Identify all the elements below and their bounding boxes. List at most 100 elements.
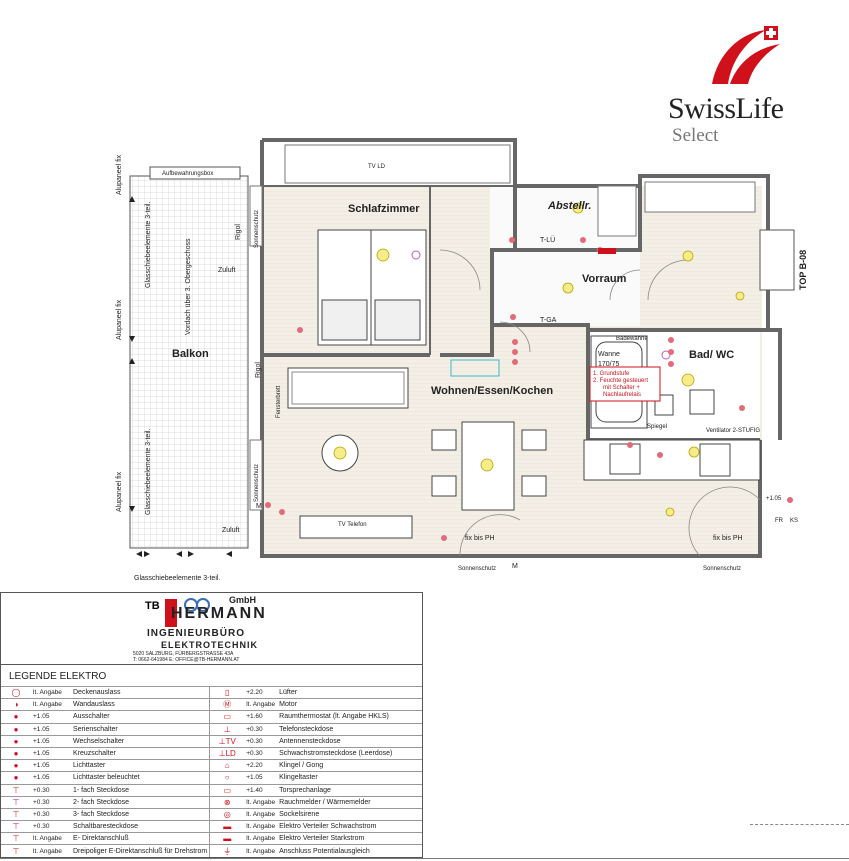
legend-description: Klingeltaster	[277, 771, 422, 784]
label-glas-left-bottom: Glasschiebeelemente 3-teil.	[145, 429, 152, 515]
note-line-2: 2. Feuchte gesteuert	[593, 378, 648, 384]
shaft	[759, 229, 795, 291]
label-sonnenschutz-3: Sonnenschutz	[458, 566, 496, 572]
legend-description: Rauchmelder / Wärmemelder	[277, 795, 422, 809]
bottom-rule	[0, 858, 849, 859]
legend-description: 1- fach Steckdose	[71, 783, 211, 797]
label-t-ga: T-GA	[540, 317, 557, 324]
room-bad: Bad/ WC	[689, 349, 734, 361]
legend-height: lt. Angabe	[244, 698, 278, 711]
legend-height: lt. Angabe	[244, 795, 278, 809]
note-line-4: Nachlaufrelais	[603, 392, 641, 398]
brand-name: SwissLife	[668, 92, 784, 125]
legend-height: +1.05	[31, 710, 71, 724]
walls	[260, 138, 782, 558]
legend-height: lt. Angabe	[244, 820, 278, 833]
legend-symbol-icon: ⊥TV	[209, 734, 245, 748]
label-ventilator: Ventilator 2-STUFIG	[706, 428, 760, 434]
legend-symbol-icon: ▬	[209, 820, 245, 833]
label-tv-ld: TV LD	[368, 164, 386, 170]
label-plus-105: +1.05	[766, 496, 782, 502]
label-ks: KS	[790, 518, 798, 524]
legend-symbol-icon: ⊤	[1, 795, 31, 809]
legend-description: Wechselschalter	[71, 734, 211, 748]
label-rigol-2: Rigol	[255, 362, 262, 378]
legend-height: +0.30	[31, 783, 71, 797]
legend-height: lt. Angabe	[31, 832, 71, 845]
legend-description: Telefonsteckdose	[277, 722, 422, 736]
legend-height: +1.05	[31, 759, 71, 772]
note-line-1: 1. Grundstufe	[593, 371, 630, 377]
room-abstellraum: Abstellr.	[547, 200, 591, 212]
room-vorraum: Vorraum	[582, 273, 627, 285]
label-fix-bis-ph-1: fix bis PH	[465, 535, 495, 542]
legend-description: Anschluss Potentialausgleich	[277, 844, 422, 857]
double-bed	[317, 229, 427, 346]
sofa	[287, 367, 409, 409]
label-m-2: M	[512, 563, 518, 570]
legend-symbol-icon: ⊤	[1, 783, 31, 797]
legend-height: lt. Angabe	[244, 844, 278, 857]
legend-symbol-icon: ▯	[209, 685, 245, 699]
office-address: 5020 SALZBURG, FÜRBERGSTRASSE 43A	[133, 651, 234, 657]
balcony-arrows	[129, 196, 232, 557]
engineering-office-block: TB GmbH HERMANN INGENIEURBÜRO ELEKTROTEC…	[0, 592, 423, 664]
legend-symbol-icon: ◯	[1, 685, 31, 699]
legend-height: +1.05	[31, 746, 71, 760]
legend-height: lt. Angabe	[244, 832, 278, 845]
dashed-line	[750, 824, 849, 825]
label-alupaneel-3: Alupaneel fix	[116, 471, 123, 512]
room-wohnen: Wohnen/Essen/Kochen	[431, 385, 553, 397]
legend-description: 3- fach Steckdose	[71, 807, 211, 821]
legend-height: lt. Angabe	[31, 698, 71, 711]
legend-symbol-icon: ●	[1, 759, 31, 772]
legend-height: +0.30	[244, 722, 278, 736]
svg-text:TB: TB	[145, 600, 160, 612]
legend-description: Lichttaster beleuchtet	[71, 771, 211, 784]
legend-description: Deckenauslass	[71, 685, 211, 699]
legend-symbol-icon: ●	[1, 722, 31, 736]
floor-plan: Schlafzimmer Abstellr. Vorraum Wohnen/Es…	[116, 138, 808, 582]
label-badewanne: Badewanne	[616, 336, 648, 342]
legend-symbol-icon: ●	[1, 710, 31, 724]
label-alupaneel-1: Alupaneel fix	[116, 154, 123, 195]
legend-symbol-icon: ◎	[209, 807, 245, 821]
legend-description: E- Direktanschluß	[71, 832, 211, 845]
legend-description: Serienschalter	[71, 722, 211, 736]
legend-height: +1.05	[244, 771, 278, 784]
legend-description: Torsprechanlage	[277, 783, 422, 797]
legend-height: lt. Angabe	[31, 844, 71, 857]
label-wanne-size: 170/75	[598, 361, 620, 368]
room-schlafzimmer: Schlafzimmer	[348, 203, 420, 215]
label-alupaneel-2: Alupaneel fix	[116, 299, 123, 340]
switches	[265, 237, 793, 541]
label-t-lue: T-LÜ	[540, 236, 555, 244]
legend-symbol-icon: ⊗	[209, 795, 245, 809]
legend-description: Kreuzschalter	[71, 746, 211, 760]
label-sonnenschutz-1: Sonnenschutz	[254, 210, 260, 248]
legend-symbol-icon: ⊥LD	[209, 746, 245, 760]
label-aufbewahrungsbox: Aufbewahrungsbox	[162, 171, 213, 177]
legend-symbol-icon: ▬	[209, 832, 245, 845]
legend-symbol-icon: Ⓜ	[209, 698, 245, 711]
legend-symbol-icon: ⊤	[1, 807, 31, 821]
legend-description: Schaltbaresteckdose	[71, 820, 211, 833]
legend-height: +0.30	[31, 795, 71, 809]
legend-symbol-icon: ●	[1, 746, 31, 760]
legend-height: +2.20	[244, 685, 278, 699]
label-vordach: Vordach über 3. Obergeschoss	[185, 238, 192, 335]
label-spiegel: Spiegel	[647, 424, 667, 430]
legend-height: lt. Angabe	[244, 807, 278, 821]
legend-description: Schwachstromsteckdose (Leerdose)	[277, 746, 422, 760]
